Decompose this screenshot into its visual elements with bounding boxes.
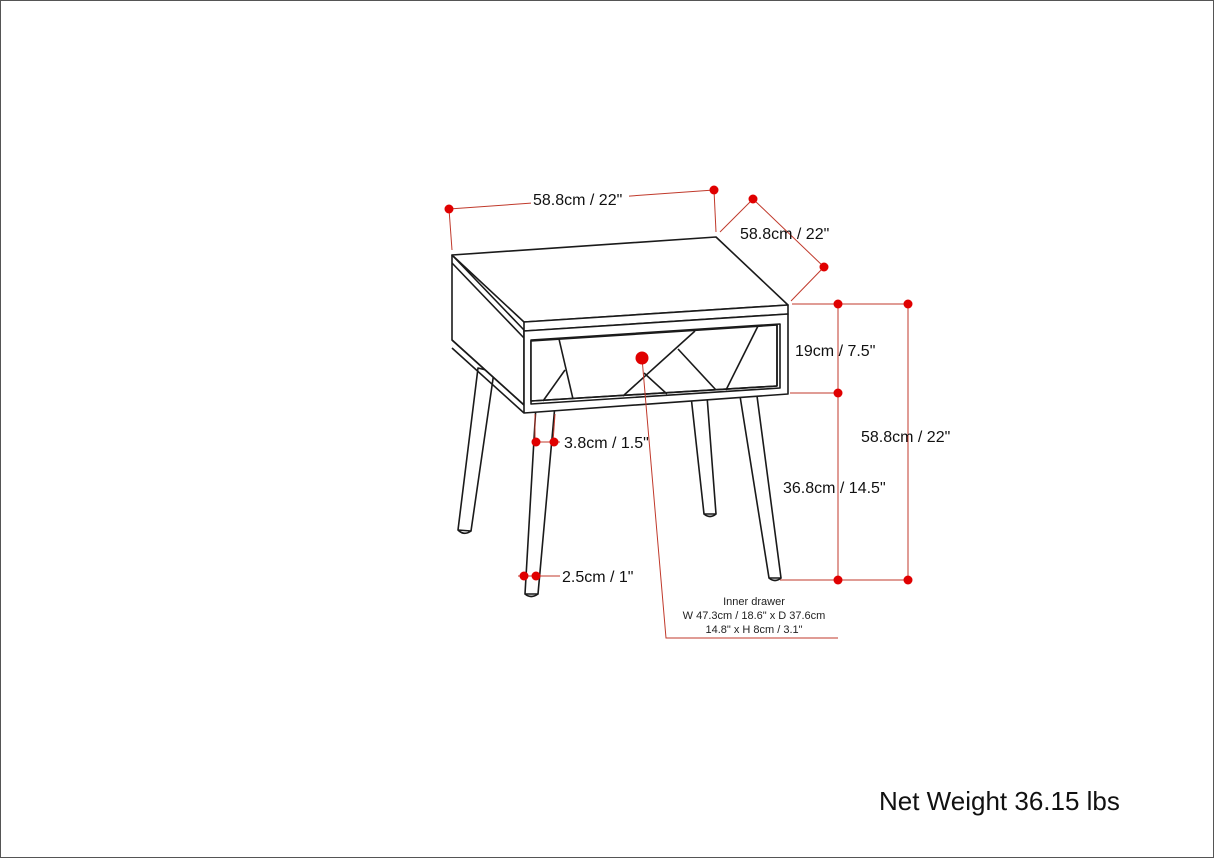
cabinet-height-label: 19cm / 7.5": [795, 343, 875, 360]
dimension-lines: [448, 189, 909, 639]
inner-drawer-title: Inner drawer: [723, 596, 785, 608]
width-label: 58.8cm / 22": [533, 192, 622, 209]
depth-label: 58.8cm / 22": [740, 226, 829, 243]
leg-back-right: [690, 395, 717, 518]
leg-back-left: [457, 367, 495, 535]
inner-drawer-line2: 14.8" x H 8cm / 3.1": [705, 624, 802, 636]
leg-bottom-width-label: 2.5cm / 1": [562, 569, 633, 586]
inner-drawer-note: Inner drawer W 47.3cm / 18.6" x D 37.6cm…: [683, 596, 826, 636]
leg-height-label: 36.8cm / 14.5": [783, 480, 886, 497]
leg-top-width-label: 3.8cm / 1.5": [564, 435, 649, 452]
table-legs: [457, 367, 782, 598]
drawer-pattern: [530, 325, 778, 402]
dimension-points: [444, 185, 913, 585]
net-weight-label: Net Weight 36.15 lbs: [879, 786, 1120, 816]
table-cabinet: [451, 236, 789, 414]
leg-front-left: [524, 404, 556, 598]
total-height-label: 58.8cm / 22": [861, 429, 950, 446]
dimension-labels: 58.8cm / 22" 58.8cm / 22" 19cm / 7.5" 58…: [531, 190, 950, 636]
leg-front-right: [739, 395, 782, 582]
inner-drawer-line1: W 47.3cm / 18.6" x D 37.6cm: [683, 610, 826, 622]
